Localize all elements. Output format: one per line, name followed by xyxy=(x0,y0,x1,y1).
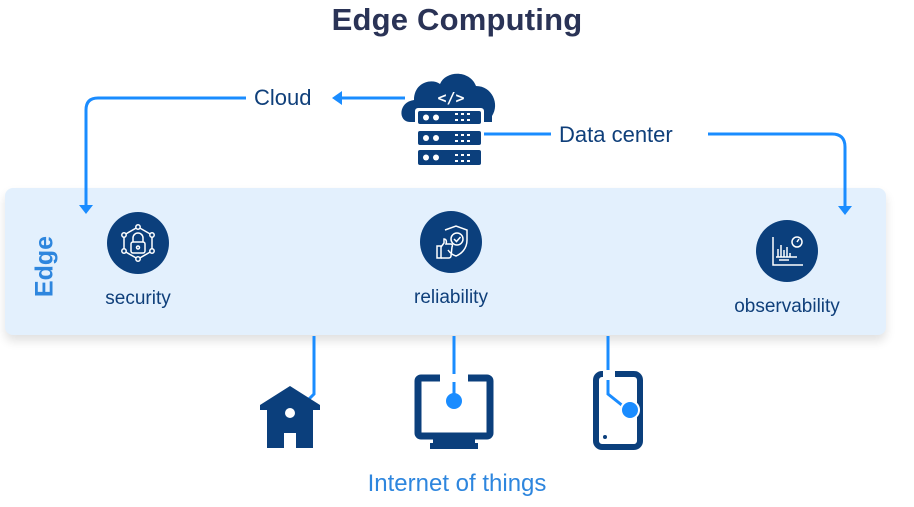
edge-arrow-left-head xyxy=(79,205,93,214)
datacenter-connector xyxy=(482,132,847,207)
feature-reliability-label: reliability xyxy=(414,287,488,308)
house-icon xyxy=(260,386,320,448)
diagram-title: Edge Computing xyxy=(331,2,583,37)
edge-arrow-right-head xyxy=(838,206,852,215)
iot-connectors xyxy=(306,336,629,412)
datacenter-connector-line-right xyxy=(708,132,847,207)
iot-label: Internet of things xyxy=(367,470,547,497)
feature-security: security xyxy=(53,212,223,310)
tablet-connector xyxy=(606,336,629,412)
monitor-icon xyxy=(414,374,494,449)
feature-security-label: security xyxy=(105,288,171,309)
lock-network-icon xyxy=(107,212,169,274)
svg-text:</>: </> xyxy=(437,89,464,107)
feature-reliability: reliability xyxy=(366,211,536,309)
cloud-connector-line-left xyxy=(84,96,246,206)
tablet-icon xyxy=(593,370,643,450)
cloud-arrow-head xyxy=(332,91,342,105)
shield-check-thumbs-up-icon xyxy=(420,211,482,273)
cloud-label: Cloud xyxy=(248,85,318,111)
datacenter-label: Data center xyxy=(553,122,679,148)
chart-gauge-icon xyxy=(756,220,818,282)
feature-observability-label: observability xyxy=(734,296,840,317)
cloud-connector xyxy=(84,96,405,206)
home-connector xyxy=(306,336,316,402)
feature-observability: observability xyxy=(702,220,872,318)
cloud-server-icon: </> xyxy=(401,73,496,165)
